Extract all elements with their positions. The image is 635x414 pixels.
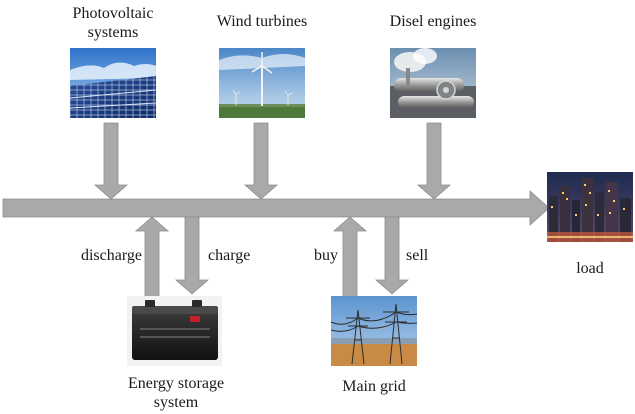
battery-image — [127, 296, 222, 366]
diesel-engines-label: Disel engines — [370, 12, 496, 31]
load-city-image — [547, 172, 633, 242]
photovoltaic-label-line2: systems — [58, 23, 168, 42]
wind-turbines-label: Wind turbines — [200, 12, 324, 31]
diesel-down-arrow — [418, 123, 450, 199]
main-bus-arrow — [3, 191, 549, 225]
main-grid-image — [331, 296, 417, 366]
load-label: load — [560, 259, 620, 278]
buy-up-arrow — [334, 217, 366, 298]
flow-arrows — [3, 123, 549, 298]
buy-label: buy — [300, 246, 338, 265]
photovoltaic-down-arrow — [95, 123, 127, 199]
diesel-engines-image — [390, 48, 476, 118]
energy-storage-label-line2: system — [106, 393, 246, 412]
sell-label: sell — [406, 246, 446, 265]
sell-down-arrow — [376, 217, 408, 294]
photovoltaic-image — [70, 48, 156, 118]
energy-storage-label-line1: Energy storage — [106, 374, 246, 393]
wind-down-arrow — [245, 123, 277, 199]
charge-label: charge — [208, 246, 268, 265]
photovoltaic-label-line1: Photovoltaic — [58, 4, 168, 23]
wind-turbines-image — [219, 48, 305, 118]
discharge-label: discharge — [62, 246, 142, 265]
charge-down-arrow — [176, 217, 208, 294]
main-grid-label: Main grid — [320, 377, 428, 396]
